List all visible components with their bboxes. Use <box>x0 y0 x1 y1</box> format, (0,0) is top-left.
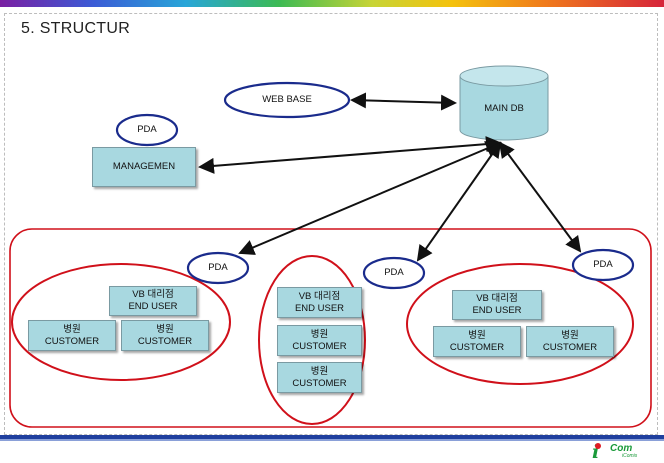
arrow-db-middle <box>416 141 502 262</box>
middle-c1-line2: CUSTOMER <box>292 340 347 352</box>
right-c1-line1: 병원 <box>468 329 486 341</box>
rainbow-header-bar <box>0 0 664 7</box>
middle-c2-line1: 병원 <box>310 365 329 377</box>
right-c1-line2: CUSTOMER <box>449 341 505 353</box>
management-label: MANAGEMEN <box>112 161 176 172</box>
left-vb-box: VB 대리점 END USER <box>109 286 197 316</box>
web-base-ellipse <box>223 81 351 119</box>
management-box: MANAGEMEN <box>92 147 196 187</box>
pda-management-label: PDA <box>137 124 157 135</box>
icom-logo: i Com iComis <box>592 441 638 463</box>
web-base-label: WEB BASE <box>262 94 312 105</box>
main-db-label: MAIN DB <box>484 103 524 114</box>
middle-c1-line1: 병원 <box>310 328 329 340</box>
left-vb-line1: VB 대리점 <box>132 289 174 300</box>
left-c2-line2: CUSTOMER <box>137 335 193 347</box>
left-c1-line2: CUSTOMER <box>44 335 100 347</box>
pda-left-ellipse <box>186 251 250 285</box>
right-group-ellipse <box>406 263 634 385</box>
main-db-cylinder <box>459 65 549 141</box>
logo-text: Com <box>610 443 633 454</box>
right-vb-line1: VB 대리점 <box>476 293 518 304</box>
arrow-db-management <box>198 136 502 174</box>
right-customer-box-2: 병원 CUSTOMER <box>526 326 614 357</box>
pda-right-ellipse <box>571 248 635 282</box>
pda-management-ellipse <box>115 113 179 147</box>
pda-middle-label: PDA <box>384 267 404 278</box>
middle-c2-line2: CUSTOMER <box>292 377 347 389</box>
pda-middle-ellipse <box>362 256 426 290</box>
middle-customer-box-2: 병원 CUSTOMER <box>277 362 362 393</box>
middle-vb-line2: END USER <box>294 302 345 314</box>
slide-title: 5. STRUCTUR <box>21 20 131 37</box>
left-c1-line1: 병원 <box>63 323 81 335</box>
right-customer-box-1: 병원 CUSTOMER <box>433 326 521 357</box>
arrow-db-right <box>498 141 582 253</box>
left-customer-box-1: 병원 CUSTOMER <box>28 320 116 351</box>
right-c2-line2: CUSTOMER <box>542 341 598 353</box>
slide-frame <box>4 13 658 435</box>
right-vb-line2: END USER <box>472 305 522 316</box>
left-vb-line2: END USER <box>128 301 178 312</box>
pda-left-label: PDA <box>208 262 228 273</box>
left-group-ellipse <box>11 263 231 381</box>
middle-customer-box-1: 병원 CUSTOMER <box>277 325 362 356</box>
right-c2-line1: 병원 <box>561 329 579 341</box>
left-c2-line1: 병원 <box>156 323 174 335</box>
arrow-web-db <box>350 92 457 111</box>
middle-vb-line1: VB 대리점 <box>298 290 341 302</box>
middle-group-ellipse <box>258 255 366 425</box>
middle-vb-box: VB 대리점 END USER <box>277 287 362 318</box>
footer-bar-light <box>0 439 664 441</box>
pda-right-label: PDA <box>593 259 613 270</box>
left-customer-box-2: 병원 CUSTOMER <box>121 320 209 351</box>
footer-bar <box>0 435 664 439</box>
right-vb-box: VB 대리점 END USER <box>452 290 542 320</box>
logo-subtext: iComis <box>622 453 638 459</box>
